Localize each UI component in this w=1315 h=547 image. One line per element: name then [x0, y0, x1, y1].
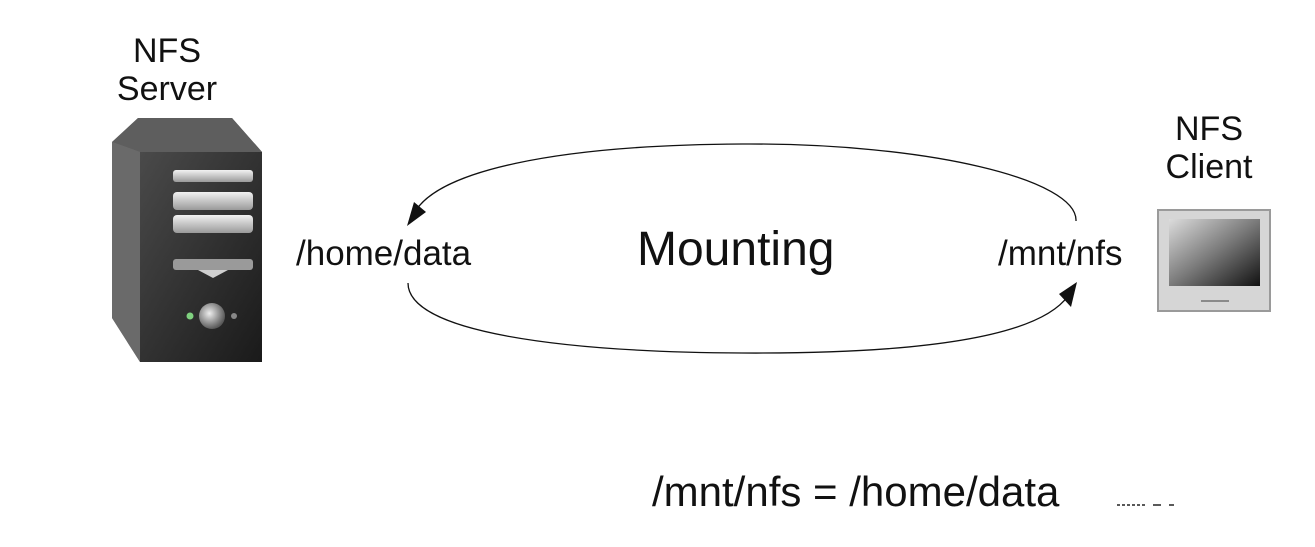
server-tower-icon: [112, 118, 262, 362]
monitor-icon: [1157, 209, 1271, 312]
decorative-mark: [1117, 504, 1174, 506]
client-label: NFS Client: [1155, 110, 1263, 186]
server-label-line1: NFS: [133, 32, 201, 70]
server-export-path: /home/data: [296, 234, 472, 273]
mount-arrow-to-server: [407, 143, 1077, 226]
server-label: NFS Server: [105, 32, 229, 108]
mount-equation: /mnt/nfs = /home/data: [652, 468, 1060, 515]
client-mount-path: /mnt/nfs: [998, 234, 1123, 273]
client-label-line2: Client: [1165, 148, 1253, 187]
server-label-line2: Server: [116, 70, 218, 109]
mounting-label: Mounting: [637, 223, 835, 276]
client-label-line1: NFS: [1175, 110, 1243, 148]
mount-arrow-to-client: [407, 282, 1077, 354]
